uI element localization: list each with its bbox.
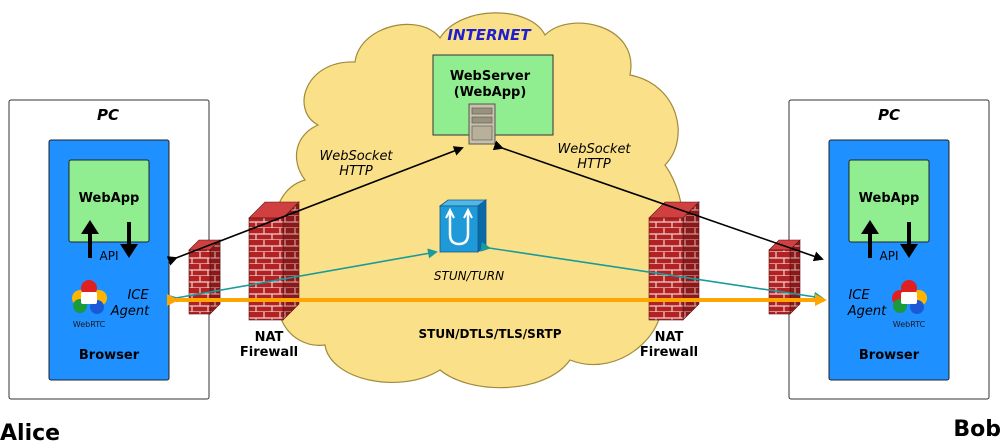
right-nat-firewall-icon: [648, 201, 700, 321]
webapp-server-label: (WebApp): [454, 85, 527, 100]
right-webapp-box: [848, 159, 930, 243]
right-ice-label: ICE: [848, 288, 870, 303]
right-browser-label: Browser: [859, 348, 920, 363]
right-nat-label: NAT: [655, 330, 684, 345]
left-webapp-label: WebApp: [79, 191, 140, 206]
left-http-label: HTTP: [339, 164, 373, 179]
alice-label: Alice: [0, 421, 60, 446]
left-websocket-label: WebSocket: [319, 149, 393, 164]
left-browser-label: Browser: [79, 348, 140, 363]
internet-title: INTERNET: [447, 26, 532, 44]
right-websocket-arrow: [492, 140, 824, 262]
right-firewall-label: Firewall: [640, 345, 698, 360]
right-http-label: HTTP: [577, 157, 611, 172]
right-pc-label: PC: [878, 106, 900, 124]
left-websocket-arrow: [166, 146, 464, 266]
left-nat-label: NAT: [255, 330, 284, 345]
left-webrtc-logo-icon: [72, 280, 107, 314]
left-api-label: API: [100, 249, 119, 263]
left-webrtc-label: WebRTC: [73, 320, 106, 329]
media-protocols-label: STUN/DTLS/TLS/SRTP: [419, 327, 562, 341]
left-ice-label: ICE: [127, 288, 149, 303]
right-agent-label: Agent: [847, 304, 887, 319]
left-firewall-label: Firewall: [240, 345, 298, 360]
left-webapp-box: [68, 159, 150, 243]
server-icon: [468, 103, 496, 145]
right-api-arrows: [861, 220, 918, 258]
left-stun-arrow: [167, 248, 438, 305]
right-webrtc-logo-icon: [892, 280, 927, 314]
right-api-label: API: [880, 249, 899, 263]
stun-turn-server-icon: [438, 199, 488, 253]
bob-label: Bob: [953, 417, 1001, 442]
left-pc-label: PC: [97, 106, 119, 124]
right-websocket-label: WebSocket: [557, 142, 631, 157]
right-webapp-label: WebApp: [859, 191, 920, 206]
right-stun-arrow: [480, 241, 824, 302]
webserver-label: WebServer: [450, 69, 531, 84]
left-agent-label: Agent: [110, 304, 150, 319]
stun-turn-label: STUN/TURN: [434, 269, 504, 283]
left-api-arrows: [81, 220, 138, 258]
right-webrtc-label: WebRTC: [893, 320, 926, 329]
right-small-firewall-icon: [768, 239, 801, 315]
